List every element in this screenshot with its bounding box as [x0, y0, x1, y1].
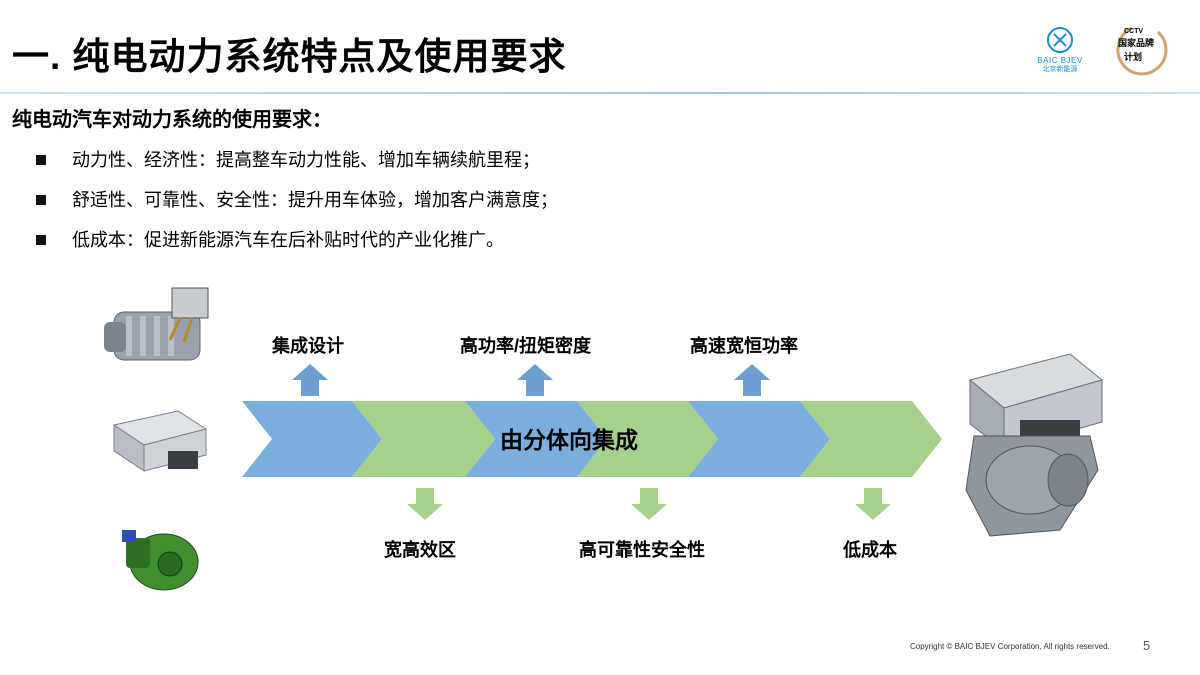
- top-label-power-density: 高功率/扭矩密度: [460, 336, 592, 356]
- integrated-powertrain-image: [965, 353, 1104, 537]
- up-arrow-icon: [292, 364, 328, 396]
- page-number: 5: [1143, 638, 1151, 653]
- chevron-segment-4: [577, 401, 718, 477]
- chevron-segment-2: [352, 401, 495, 477]
- list-item: 动力性、经济性：提高整车动力性能、增加车辆续航里程；: [36, 146, 558, 186]
- top-label-integrated-design: 集成设计: [272, 336, 344, 356]
- controller-image: [112, 410, 208, 472]
- chevron-center-label: 由分体向集成: [500, 427, 638, 453]
- top-label-high-speed: 高速宽恒功率: [690, 336, 798, 356]
- chevron-segment-5: [688, 401, 830, 477]
- chevron-segment-6: [800, 401, 942, 477]
- bottom-label-low-cost: 低成本: [843, 540, 897, 560]
- baic-logo-en: BAIC BJEV: [1037, 56, 1083, 65]
- list-item: 低成本：促进新能源汽车在后补贴时代的产业化推广。: [36, 226, 558, 266]
- page-title: 一. 纯电动力系统特点及使用要求: [12, 36, 567, 77]
- list-item-text: 低成本：促进新能源汽车在后补贴时代的产业化推广。: [72, 230, 504, 250]
- baic-logo-cn: 北京新能源: [1042, 66, 1078, 73]
- baic-bjev-logo: BAIC BJEV 北京新能源: [1028, 26, 1092, 73]
- bullet-square-icon: [36, 195, 46, 205]
- title-divider: [0, 92, 1200, 94]
- motor-image: [104, 287, 209, 361]
- down-arrow-icon: [407, 488, 443, 520]
- up-arrow-icon: [517, 364, 553, 396]
- up-arrow-icon: [734, 364, 770, 396]
- brand-logo-line1: CCTV: [1124, 28, 1144, 35]
- down-arrow-icon: [855, 488, 891, 520]
- list-item: 舒适性、可靠性、安全性：提升用车体验，增加客户满意度；: [36, 186, 558, 226]
- bottom-label-efficiency: 宽高效区: [384, 540, 456, 560]
- requirements-list: 动力性、经济性：提高整车动力性能、增加车辆续航里程； 舒适性、可靠性、安全性：提…: [36, 146, 558, 266]
- bullet-square-icon: [36, 235, 46, 245]
- copyright-notice: Copyright © BAIC BJEV Corporation, All r…: [910, 642, 1110, 651]
- chevron-segment-1: [242, 401, 382, 477]
- list-item-text: 舒适性、可靠性、安全性：提升用车体验，增加客户满意度；: [72, 190, 558, 210]
- section-subtitle: 纯电动汽车对动力系统的使用要求：: [12, 109, 332, 131]
- down-arrow-icon: [631, 488, 667, 520]
- gearbox-image: [122, 530, 199, 591]
- brand-ring-icon: [1116, 26, 1168, 76]
- chevron-segment-3: [465, 401, 607, 477]
- list-item-text: 动力性、经济性：提高整车动力性能、增加车辆续航里程；: [72, 150, 540, 170]
- national-brand-logo: CCTV 国家品牌 计划: [1112, 22, 1168, 78]
- bullet-square-icon: [36, 155, 46, 165]
- baic-emblem-icon: [1047, 27, 1073, 53]
- brand-logo-line3: 计划: [1124, 52, 1143, 62]
- brand-logo-line2: 国家品牌: [1118, 38, 1155, 48]
- bottom-label-reliability: 高可靠性安全性: [579, 540, 705, 560]
